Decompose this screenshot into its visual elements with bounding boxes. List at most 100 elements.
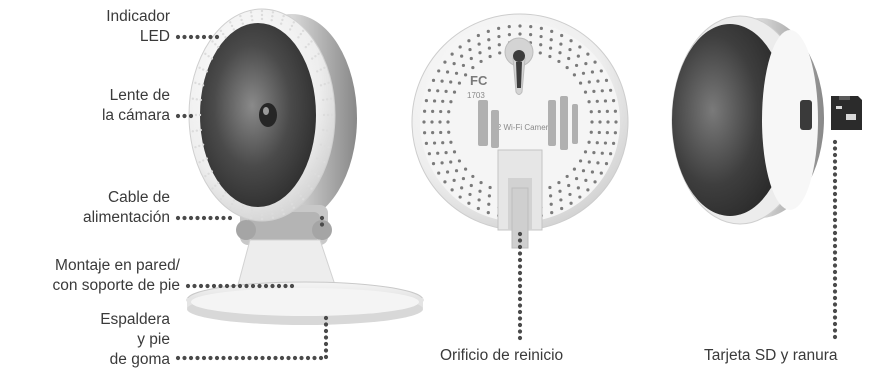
front-face-dot [322,113,326,117]
base-leader-dot [214,355,220,361]
front-face-dot [232,199,236,202]
base-leader-dot [305,355,311,361]
speaker-dot [443,180,447,184]
sd-leader-dot [832,289,838,294]
led-leader-dot [214,34,220,40]
speaker-dot [447,110,451,114]
front-face-dot [270,208,273,212]
front-face-dot [250,15,253,18]
speaker-dot [424,141,429,145]
speaker-dot [609,152,613,156]
reset-leader-dot [517,322,523,328]
speaker-dot [549,194,553,198]
speaker-dot [452,150,457,154]
mount-leader-dot [244,283,249,289]
front-face-dot [310,57,314,60]
speaker-dot [422,120,426,124]
speaker-dot [565,174,569,179]
front-face-dot [292,21,295,24]
reset-leader-dot [517,283,523,289]
front-face-dot [319,159,323,162]
front-face-dot [240,18,243,22]
speaker-dot [487,202,491,206]
front-face-dot [194,145,197,149]
base-leader-dot [253,355,259,361]
speaker-dot [497,43,501,47]
reset-leader-dot [517,257,523,263]
led-label-line-1: Indicador [106,8,170,25]
front-face-dot [329,97,333,100]
front-face-dot [211,40,214,43]
speaker-dot [458,195,462,199]
mount-leader-dot [283,283,288,289]
sd-leader-dot [832,178,838,184]
reset-leader-dot [517,296,523,302]
speaker-dot [599,171,603,175]
front-camera [186,8,424,325]
speaker-dot [574,176,579,181]
base-leader-dot [227,355,233,361]
reset-leader-dot [517,251,523,256]
mount-leader-dot [211,283,217,289]
speaker-dot [569,39,573,43]
base-leader-dot [323,322,329,327]
sd-leader-dot [832,146,838,151]
front-face-dot [310,187,313,190]
mount-leader-dot [198,283,204,289]
front-face-dot [270,18,273,22]
base-leader-dot [323,335,329,340]
sd-card-icon [831,96,862,130]
power-leader-dot [175,215,181,221]
sd-leader-dot [832,172,838,177]
front-face-dot [307,184,310,187]
sd-leader-dot [832,250,838,255]
speaker-dot [468,47,472,52]
front-face-dot [325,98,329,101]
speaker-dot [452,90,457,94]
reset-leader-dot [517,290,523,295]
front-face-dot [249,216,253,219]
speaker-dot [507,33,511,37]
speaker-dot [432,99,437,103]
speaker-dot [507,25,511,29]
speaker-dot [586,188,590,192]
base-leader-dot [175,355,181,361]
power-leader-dot [208,215,213,221]
front-face-dot [319,68,323,71]
led-leader-dot [175,34,181,40]
front-face-dot [260,17,264,21]
reset-leader-dot [517,231,523,237]
speaker-dot [461,63,466,68]
front-face-dot [224,36,227,39]
speaker-dot [469,183,473,188]
front-face-dot [199,98,202,102]
front-face-dot [230,24,234,28]
mount-leader-dot [185,283,191,289]
lens-leader-dot [175,113,181,119]
speaker-dot [597,130,601,135]
speaker-dot [549,202,553,206]
sd-leader-dot [832,263,838,268]
speaker-dot [445,70,450,74]
speaker-dot [539,26,543,31]
speaker-dot [439,130,443,135]
reset-leader-dot [517,303,523,308]
front-face-dot [322,128,325,132]
speaker-dot [447,130,451,134]
mount-leader-dot [205,283,210,289]
front-face-dot [290,202,294,206]
speaker-dot [478,51,482,55]
reset-leader-dot [517,238,523,243]
speaker-dot [424,99,429,103]
power-label-line-1: Cable de [107,189,170,206]
front-face-dot [297,36,300,39]
front-face-dot [204,174,207,178]
speaker-dot [605,109,609,113]
sd-leader-dot [832,159,838,164]
sd-leader-dot [832,165,838,171]
model-name: C2 Wi-Fi Camera [491,123,553,132]
mount-leader-dot [250,283,256,289]
speaker-dot [487,38,491,42]
speaker-dot [450,52,454,56]
speaker-dot [576,54,580,58]
